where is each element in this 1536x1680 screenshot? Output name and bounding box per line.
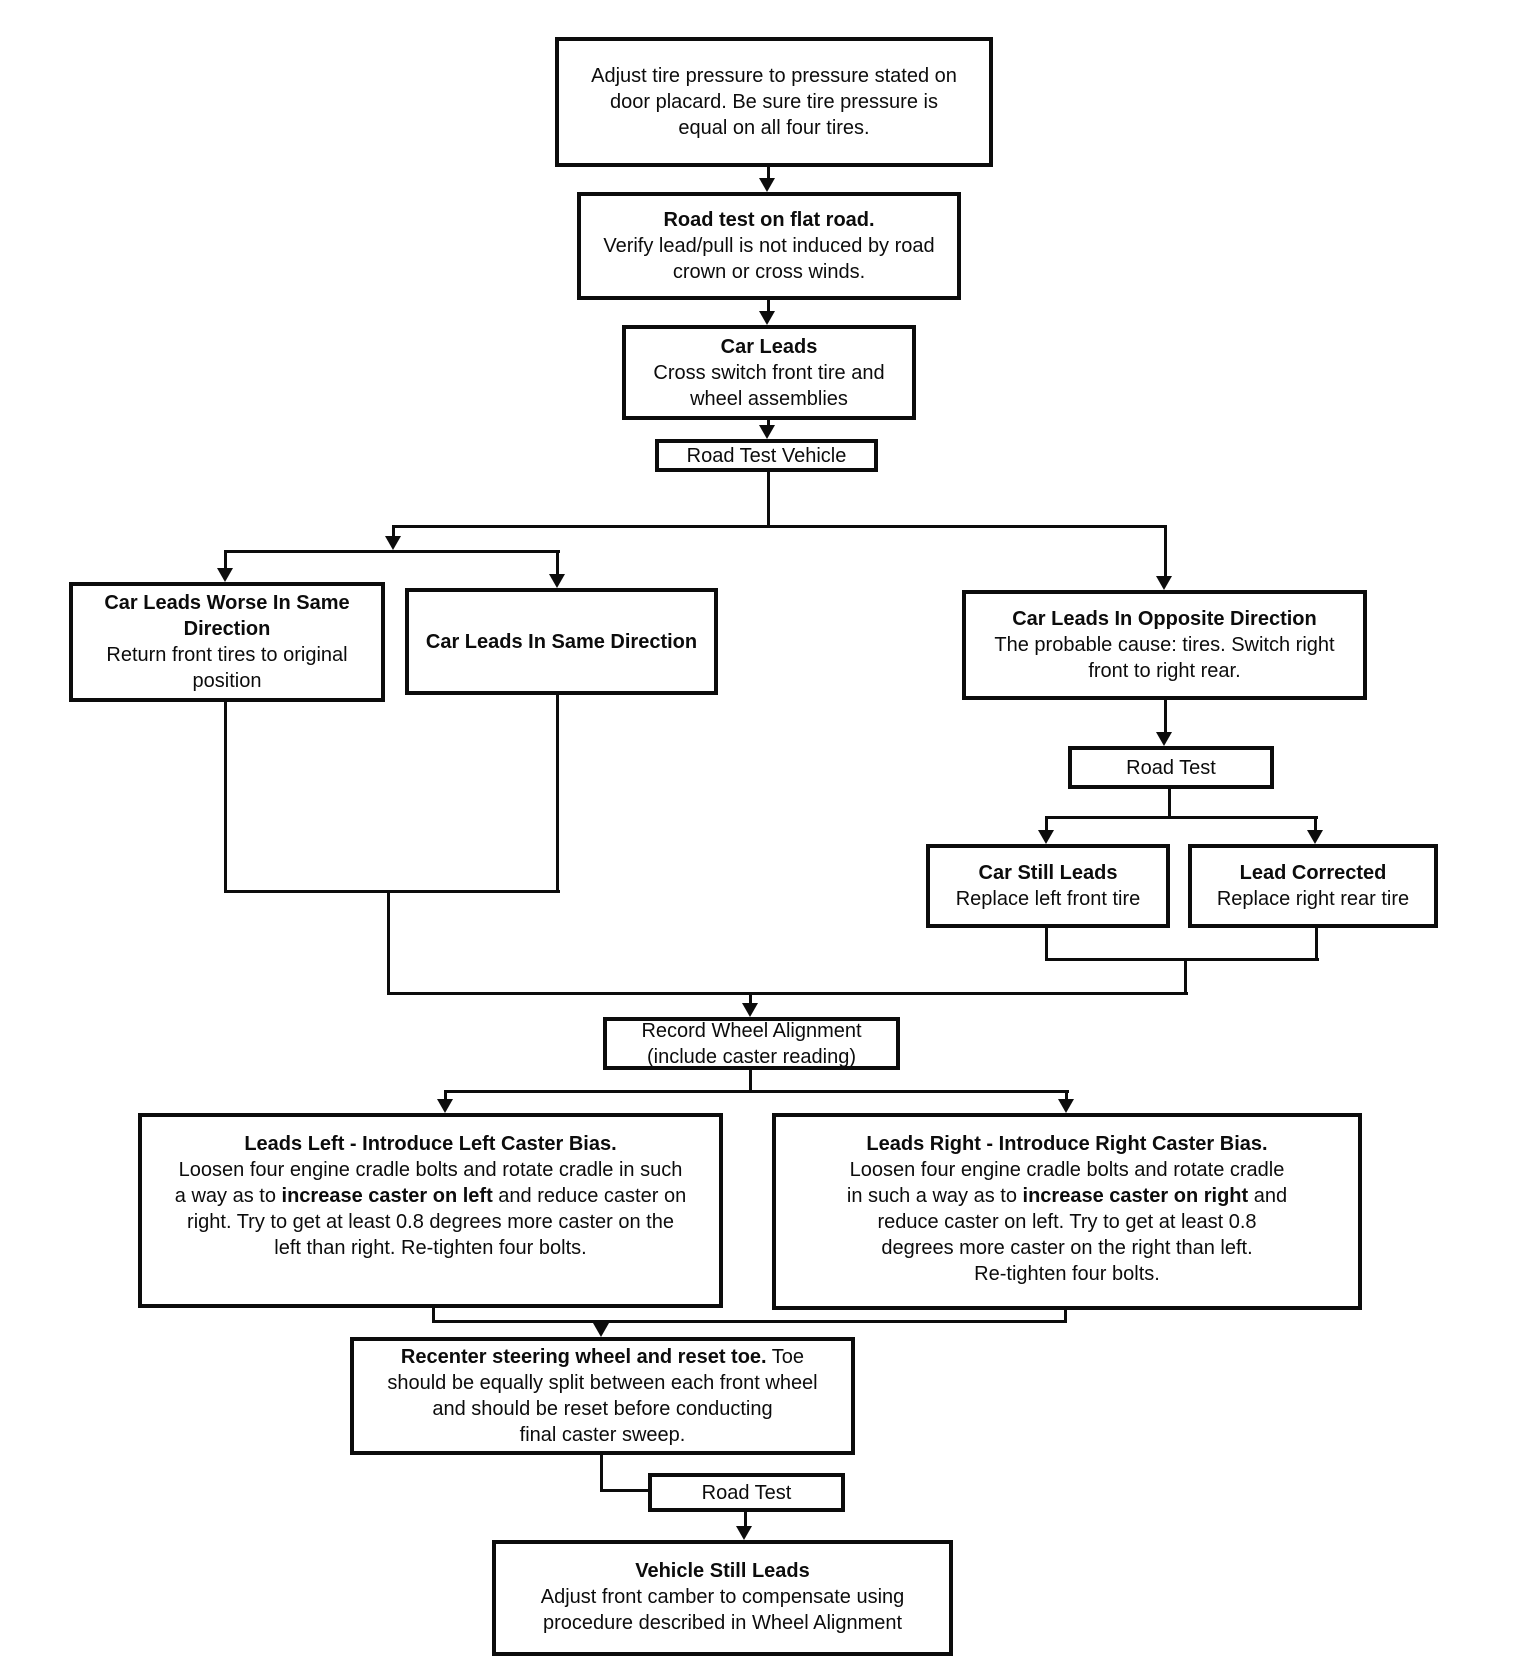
- node-car-leads-opposite-direction: Car Leads In Opposite Direction The prob…: [962, 590, 1367, 700]
- connector: [392, 525, 395, 538]
- arrowhead-down: [549, 574, 565, 588]
- connector: [1046, 958, 1319, 961]
- connector: [1168, 789, 1171, 819]
- connector: [767, 167, 770, 180]
- connector: [432, 1308, 435, 1323]
- arrowhead-down: [1058, 1099, 1074, 1113]
- node-lead-corrected: Lead Corrected Replace right rear tire: [1188, 844, 1438, 928]
- connector: [1065, 1090, 1068, 1101]
- node-recenter-steering-wheel: Recenter steering wheel and reset toe. T…: [350, 1337, 855, 1455]
- node-vehicle-still-leads: Vehicle Still Leads Adjust front camber …: [492, 1540, 953, 1656]
- connector: [224, 702, 227, 893]
- connector: [600, 1320, 603, 1325]
- connector: [1045, 816, 1048, 832]
- node-leads-right-caster-bias: Leads Right - Introduce Right Caster Bia…: [772, 1113, 1362, 1310]
- node-car-leads-worse-same-direction: Car Leads Worse In Same Direction Return…: [69, 582, 385, 702]
- node-road-test-1: Road Test: [1068, 746, 1274, 789]
- connector: [388, 992, 1188, 995]
- connector: [600, 1455, 603, 1492]
- connector: [432, 1320, 1067, 1323]
- connector: [1184, 958, 1187, 995]
- arrowhead-down: [217, 568, 233, 582]
- connector: [444, 1090, 1069, 1093]
- node-leads-left-caster-bias: Leads Left - Introduce Left Caster Bias.…: [138, 1113, 723, 1308]
- arrowhead-down: [593, 1323, 609, 1337]
- connector: [444, 1090, 447, 1101]
- connector: [387, 890, 390, 995]
- connector: [225, 550, 560, 553]
- connector: [767, 420, 770, 427]
- arrowhead-down: [1307, 830, 1323, 844]
- node-road-test-vehicle: Road Test Vehicle: [655, 439, 878, 472]
- node-adjust-tire-pressure: Adjust tire pressure to pressure stated …: [555, 37, 993, 167]
- arrowhead-down: [437, 1099, 453, 1113]
- node-road-test-2: Road Test: [648, 1473, 845, 1512]
- node-car-leads-same-direction: Car Leads In Same Direction: [405, 588, 718, 695]
- connector: [1164, 700, 1167, 734]
- arrowhead-down: [1156, 732, 1172, 746]
- arrowhead-down: [1156, 576, 1172, 590]
- connector: [1314, 816, 1317, 832]
- connector: [224, 550, 227, 570]
- connector: [1045, 928, 1048, 961]
- connector: [744, 1512, 747, 1528]
- node-road-test-flat-road: Road test on flat road. Verify lead/pull…: [577, 192, 961, 300]
- node-car-leads: Car Leads Cross switch front tire and wh…: [622, 325, 916, 420]
- connector: [767, 472, 770, 528]
- arrowhead-down: [385, 536, 401, 550]
- connector: [600, 1489, 648, 1492]
- connector: [556, 550, 559, 576]
- connector: [393, 525, 1167, 528]
- connector: [556, 695, 559, 893]
- connector: [767, 300, 770, 313]
- arrowhead-down: [759, 311, 775, 325]
- node-record-wheel-alignment: Record Wheel Alignment (include caster r…: [603, 1017, 900, 1070]
- arrowhead-down: [759, 425, 775, 439]
- connector: [1064, 1310, 1067, 1323]
- connector: [749, 992, 752, 1005]
- arrowhead-down: [736, 1526, 752, 1540]
- node-car-still-leads: Car Still Leads Replace left front tire: [926, 844, 1170, 928]
- arrowhead-down: [1038, 830, 1054, 844]
- connector: [1164, 525, 1167, 578]
- connector: [225, 890, 560, 893]
- arrowhead-down: [759, 178, 775, 192]
- connector: [1315, 928, 1318, 961]
- arrowhead-down: [742, 1003, 758, 1017]
- connector: [1046, 816, 1318, 819]
- connector: [749, 1070, 752, 1093]
